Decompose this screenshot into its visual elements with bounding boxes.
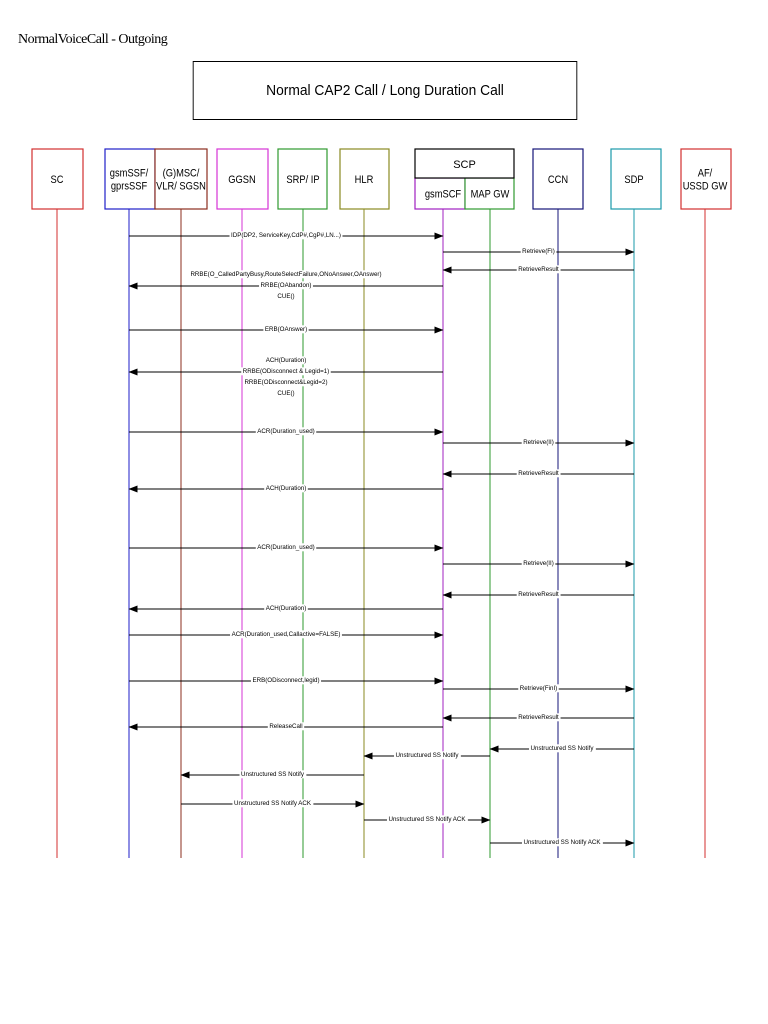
message-label-bg (516, 469, 561, 478)
participant-box-msc (154, 148, 208, 210)
message-label-bg (394, 751, 461, 760)
participant-label-msc: VLR/ SGSN (156, 181, 206, 193)
message-label: RetrieveResult (518, 714, 559, 721)
message-label-bg (229, 231, 343, 240)
message-label: RetrieveResult (518, 266, 559, 273)
message-label: ReleaseCall (269, 723, 302, 730)
message-label: Unstructured SS Notify (531, 745, 595, 752)
message-label: Retrieve(II) (523, 439, 554, 446)
message-label: CUE() (277, 293, 294, 300)
message-label-bg (241, 367, 331, 376)
message-label-bg (264, 356, 308, 365)
diagram-title: Normal CAP2 Call / Long Duration Call (192, 61, 578, 120)
message-label-bg (529, 744, 596, 753)
message-label: IDP(DP2, ServiceKey,CdP#,CgP#,LN...) (231, 232, 341, 239)
participant-box-hlr (339, 148, 390, 210)
message-label: RRBE(O_CalledPartyBusy,RouteSelectFailur… (190, 271, 381, 278)
message-label-bg (386, 815, 468, 824)
message-label-bg (521, 838, 603, 847)
message-label: CUE() (277, 390, 294, 397)
message-label-bg (242, 378, 330, 387)
message-label: Retrieve(FI) (522, 248, 555, 255)
message-label: ACR(Duration_used) (257, 544, 314, 551)
participant-box-ssf (104, 148, 156, 210)
message-label: Unstructured SS Notify (396, 752, 460, 759)
message-label: ERB(OAnswer) (265, 326, 307, 333)
message-label: RRBE(ODisconnect&Legid=2) (244, 379, 327, 386)
participant-label-ssf: gprsSSF (111, 181, 147, 193)
message-label: RRBE(OAbandon) (261, 282, 312, 289)
messages: IDP(DP2, ServiceKey,CdP#,CgP#,LN...) Retr… (128, 231, 635, 847)
message-label-bg (232, 799, 314, 808)
participant-label-sc: SC (51, 174, 64, 186)
participant-box-scf (414, 177, 466, 210)
participant-box-af (680, 148, 732, 210)
participant-label-sdp: SDP (624, 174, 643, 186)
message-label: Unstructured SS Notify ACK (234, 800, 312, 807)
message-label: ACH(Duration) (266, 485, 307, 492)
message-label-bg (188, 270, 384, 279)
participant-box-map (464, 177, 515, 210)
participant-label-af: USSD GW (683, 181, 728, 193)
message-label: RRBE(ODisconnect & Legid=1) (243, 368, 330, 375)
scp-group-box (414, 148, 515, 179)
message-label-bg (267, 722, 305, 731)
message-label-bg (250, 676, 322, 685)
participant-label-srp: SRP/ IP (286, 174, 319, 186)
participant-label-map: MAP GW (471, 189, 510, 201)
message-label-bg (516, 713, 561, 722)
message-label: ACH(Duration) (266, 357, 307, 364)
message-label-bg (275, 389, 297, 398)
message-label-bg (521, 438, 556, 447)
participant-label-msc: (G)MSC/ (163, 168, 200, 180)
message-label-bg (263, 325, 309, 334)
lifelines (56, 209, 706, 858)
message-label: Unstructured SS Notify (241, 771, 305, 778)
message-label-bg (255, 543, 317, 552)
message-label: Retrieve(II) (523, 560, 554, 567)
message-label: Unstructured SS Notify ACK (388, 816, 466, 823)
message-label-bg (516, 265, 561, 274)
message-label: ACH(Duration) (266, 605, 307, 612)
message-label: Retrieve(FinI) (520, 685, 557, 692)
message-label: ERB(ODisconnect,legid) (252, 677, 319, 684)
participant-label-ccn: CCN (548, 174, 568, 186)
message-label-bg (230, 630, 342, 639)
message-label-bg (520, 247, 557, 256)
participant-label-ggsn: GGSN (228, 174, 255, 186)
message-label-bg (259, 281, 313, 290)
participant-box-sdp (610, 148, 662, 210)
message-label-bg (275, 292, 297, 301)
message-label-bg (264, 604, 308, 613)
participant-label-hlr: HLR (355, 174, 374, 186)
message-label: RetrieveResult (518, 470, 559, 477)
participant-box-sc (31, 148, 84, 210)
page-caption: NormalVoiceCall - Outgoing (18, 32, 168, 47)
scp-group-label: SCP (453, 159, 476, 171)
participant-label-scf: gsmSCF (425, 189, 461, 201)
message-label: ACR(Duration_used) (257, 428, 314, 435)
message-label-bg (518, 684, 559, 693)
participant-label-ssf: gsmSSF/ (110, 168, 149, 180)
participant-headers: SC gsmSSF/gprsSSF (G)MSC/VLR/ SGSN GGSN SRP/… (31, 148, 732, 210)
message-label-bg (255, 427, 317, 436)
message-label: ACR(Duration_used,Callactive=FALSE) (232, 631, 341, 638)
message-label-bg (516, 590, 561, 599)
participant-label-af: AF/ (698, 168, 713, 180)
message-label-bg (264, 484, 308, 493)
participant-box-ccn (532, 148, 584, 210)
message-label-bg (521, 559, 556, 568)
message-label: RetrieveResult (518, 591, 559, 598)
participant-box-srp (277, 148, 328, 210)
participant-box-ggsn (216, 148, 269, 210)
message-label: Unstructured SS Notify ACK (523, 839, 601, 846)
message-label-bg (239, 770, 307, 779)
